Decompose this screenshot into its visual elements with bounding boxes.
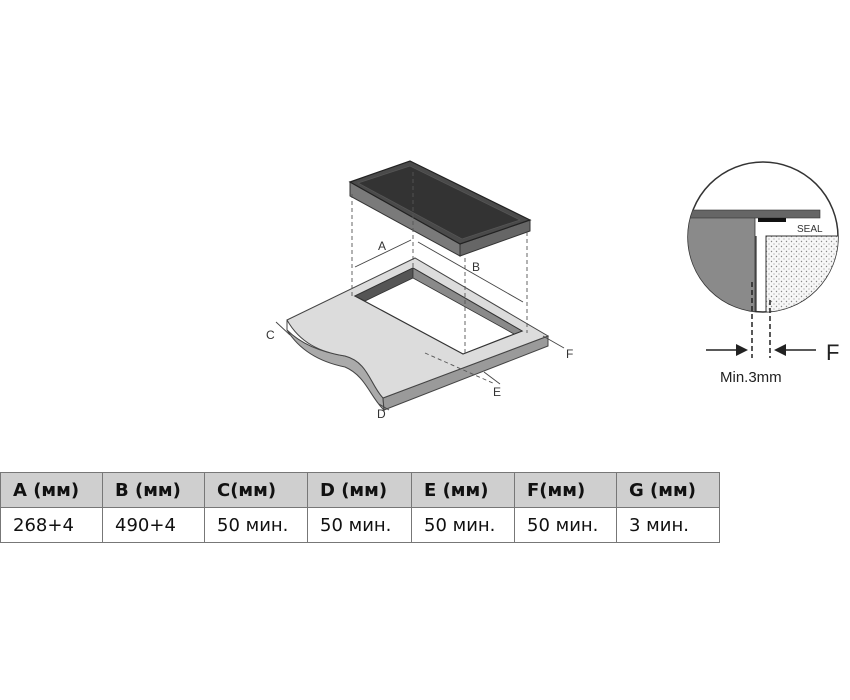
label-f: F: [566, 347, 573, 361]
value-e: 50 мин.: [411, 507, 515, 543]
header-d: D (мм): [307, 472, 412, 508]
seal-detail: SEAL F Min.3mm: [687, 161, 839, 386]
value-c: 50 мин.: [204, 507, 308, 543]
detail-hob-plate: [689, 209, 821, 219]
header-f: F(мм): [514, 472, 617, 508]
table-row: 268+4 490+4 50 мин. 50 мин. 50 мин. 50 м…: [0, 507, 720, 543]
value-b: 490+4: [102, 507, 205, 543]
value-d: 50 мин.: [307, 507, 412, 543]
projection-lines: [351, 172, 528, 385]
dimension-lines: [275, 239, 565, 411]
label-c: C: [266, 328, 275, 342]
detail-f-label: F: [826, 340, 839, 365]
detail-seal-strip: [758, 218, 786, 222]
header-a: A (мм): [0, 472, 103, 508]
header-e: E (мм): [411, 472, 515, 508]
label-e: E: [493, 385, 501, 399]
label-a: A: [378, 239, 386, 253]
detail-hob-body: [765, 235, 838, 312]
cutout-wall-back: [412, 267, 523, 335]
table-header-row: A (мм) B (мм) C(мм) D (мм) E (мм) F(мм) …: [0, 472, 720, 508]
label-b: B: [472, 260, 480, 274]
min-gap-label: Min.3mm: [720, 369, 782, 386]
installation-diagram: A B C D E F SEAL F Min.3mm: [266, 160, 839, 421]
hob: [348, 160, 532, 257]
header-g: G (мм): [616, 472, 720, 508]
header-c: C(мм): [204, 472, 308, 508]
dimensions-table: A (мм) B (мм) C(мм) D (мм) E (мм) F(мм) …: [0, 472, 720, 543]
value-g: 3 мин.: [616, 507, 720, 543]
detail-worktop: [688, 216, 756, 312]
hob-glass: [356, 165, 522, 240]
value-a: 268+4: [0, 507, 103, 543]
worktop: [286, 257, 550, 412]
label-d: D: [377, 407, 386, 421]
value-f: 50 мин.: [514, 507, 617, 543]
header-b: B (мм): [102, 472, 205, 508]
seal-label: SEAL: [797, 224, 823, 235]
